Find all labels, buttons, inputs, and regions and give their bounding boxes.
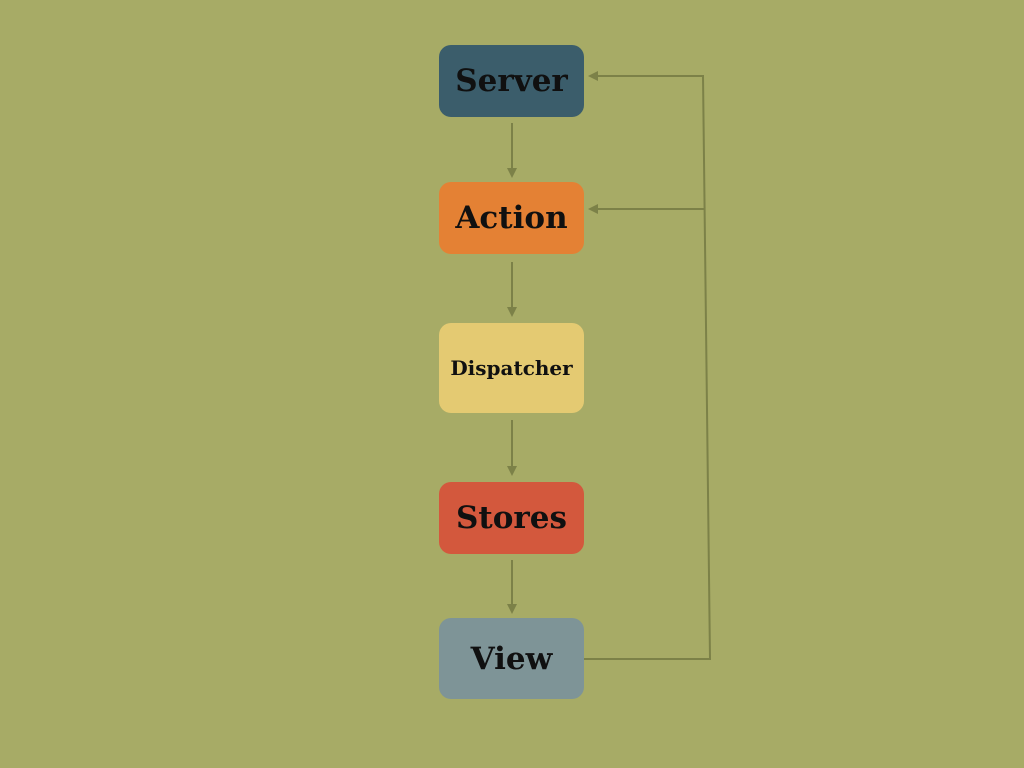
node-view: View	[439, 618, 584, 699]
node-action: Action	[439, 182, 584, 254]
node-server: Server	[439, 45, 584, 117]
edge-view-to-server	[584, 71, 712, 660]
node-dispatcher: Dispatcher	[439, 323, 584, 413]
node-stores: Stores	[439, 482, 584, 554]
